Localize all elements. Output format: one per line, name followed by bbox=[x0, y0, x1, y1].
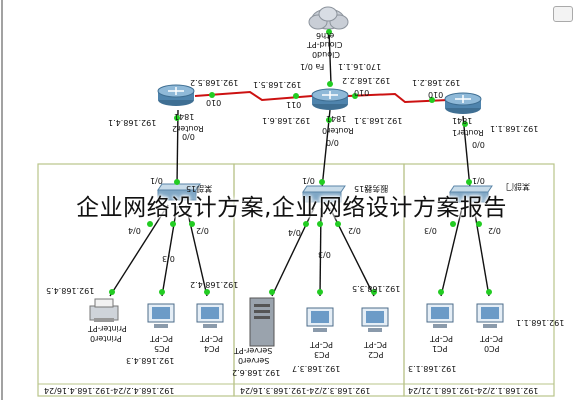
cloud-eth-label: eth6 bbox=[316, 31, 335, 40]
server-icon bbox=[249, 297, 275, 347]
pc5-name: PC5 bbox=[154, 344, 170, 353]
switch-left-icon bbox=[157, 183, 201, 201]
pc5-type: PC-PT bbox=[150, 334, 174, 343]
pc3-ip: 192.168.3.7 bbox=[292, 364, 341, 373]
pc0-icon bbox=[476, 303, 504, 328]
printer-ip: 192.168.4.5 bbox=[46, 286, 95, 295]
router-right-icon bbox=[444, 92, 482, 114]
router-center-port-right: 010 bbox=[354, 88, 370, 97]
link-left-center bbox=[194, 90, 313, 102]
printer-name: Printer0 bbox=[90, 334, 122, 343]
switch-right-icon bbox=[449, 185, 493, 203]
router-center-ip-b: 192.168.2.2 bbox=[342, 76, 391, 85]
link-cloud-center bbox=[328, 29, 332, 85]
cloud-icon bbox=[308, 6, 349, 30]
pc3-type: PC-PT bbox=[310, 340, 334, 349]
router-left-ip-side: 192.168.4.1 bbox=[108, 118, 157, 127]
server-name: Server0 bbox=[238, 356, 270, 365]
switch-left-iface-b: 0/3 bbox=[162, 254, 175, 263]
router-right-iface: 0/0 bbox=[472, 140, 485, 149]
cloud-iface-label: Fa 0/1 bbox=[300, 62, 325, 71]
window-control-button[interactable] bbox=[553, 6, 573, 22]
pc5-icon bbox=[147, 303, 175, 328]
printer-type: Printer-PT bbox=[88, 324, 127, 333]
switch-right-iface-a: 0/3 bbox=[424, 226, 437, 235]
server-ip: 192.168.6.2 bbox=[232, 368, 281, 377]
port-indicators bbox=[109, 29, 492, 295]
pc5-ip: 192.168.4.3 bbox=[126, 356, 175, 365]
router-right-port: 010 bbox=[428, 90, 444, 99]
router-right-ip-side: 192.168.1.1 bbox=[490, 124, 539, 133]
router-center-ip-a: 192.168.5.1 bbox=[253, 80, 302, 89]
router-center-name: Router0 bbox=[322, 126, 354, 135]
switch-right-iface-b: 0/2 bbox=[488, 226, 501, 235]
link-router-right-switch bbox=[462, 115, 471, 189]
range-left: 192.168.4.2/24-192.168.4.16/24 bbox=[44, 386, 175, 395]
switch-center-iface-a: 0/4 bbox=[288, 228, 301, 237]
router-center-ip-side: 192.168.3.1 bbox=[354, 116, 403, 125]
router-center-ip-left: 192.168.6.1 bbox=[262, 116, 311, 125]
cloud-type-label: Cloud-PT bbox=[307, 40, 343, 49]
pc2-name: PC2 bbox=[368, 350, 384, 359]
link-router-center-switch bbox=[321, 109, 331, 189]
router-center-iface: 0/0 bbox=[326, 138, 339, 147]
pc2-ip: 192.168.3.5 bbox=[352, 284, 401, 293]
router-left-icon bbox=[157, 84, 195, 106]
pc4-ip: 192.168.4.2 bbox=[190, 280, 239, 289]
pc3-icon bbox=[306, 307, 334, 332]
router-right-model: 1841 bbox=[452, 116, 473, 125]
router-left-ip-top: 192.168.5.2 bbox=[190, 78, 239, 87]
switch-center-iface-top: 0/1 bbox=[302, 176, 315, 185]
overlay-title: 企业网络设计方案,企业网络设计方案报告 bbox=[76, 195, 507, 221]
pc4-name: PC4 bbox=[204, 344, 220, 353]
pc0-name: PC0 bbox=[484, 344, 500, 353]
switch-center-iface-b: 0/3 bbox=[318, 250, 331, 259]
switch-left-iface-c: 0/4 bbox=[128, 226, 141, 235]
pc0-ip: 192.168.1.1 bbox=[516, 318, 565, 327]
pc0-type: PC-PT bbox=[480, 334, 504, 343]
cloud-ip-label: 170.16.1.1 bbox=[338, 62, 382, 71]
area-right bbox=[403, 163, 555, 397]
pc2-type: PC-PT bbox=[364, 340, 388, 349]
pc4-type: PC-PT bbox=[200, 334, 224, 343]
server-type: Server-PT bbox=[234, 346, 273, 355]
router-right-ip-top: 192.168.2.1 bbox=[412, 78, 461, 87]
router-right-name: Router1 bbox=[452, 128, 484, 137]
pc4-icon bbox=[196, 303, 224, 328]
link-center-right bbox=[347, 92, 449, 104]
switch-right-iface-top: 0/1 bbox=[472, 176, 485, 185]
link-router-left-switch bbox=[176, 109, 179, 187]
router-center-icon bbox=[311, 88, 349, 110]
router-left-port: 010 bbox=[206, 98, 222, 107]
router-center-model: 1841 bbox=[326, 114, 347, 123]
pc1-icon bbox=[426, 303, 454, 328]
router-left-model: 1841 bbox=[174, 112, 195, 121]
pc1-name: PC1 bbox=[432, 344, 448, 353]
pc1-type: PC-PT bbox=[430, 334, 454, 343]
router-center-port-left: 011 bbox=[286, 100, 302, 109]
switch-center-icon bbox=[302, 185, 346, 203]
pc1-ip: 192.168.1.3 bbox=[408, 364, 457, 373]
cloud-name-label: Cloud0 bbox=[312, 50, 340, 59]
range-right: 192.168.1.2/24-192.168.1.21/24 bbox=[408, 386, 539, 395]
pc2-icon bbox=[361, 307, 389, 332]
switch-left-iface-a: 0/2 bbox=[196, 226, 209, 235]
switch-center-iface-c: 0/2 bbox=[348, 226, 361, 235]
printer-icon bbox=[89, 298, 119, 322]
pc3-name: PC3 bbox=[314, 350, 330, 359]
router-left-iface: 0/0 bbox=[182, 132, 195, 141]
switch-left-iface-top: 0/1 bbox=[150, 176, 163, 185]
range-center: 192.168.3.2/24-192.168.3.16/24 bbox=[240, 386, 371, 395]
